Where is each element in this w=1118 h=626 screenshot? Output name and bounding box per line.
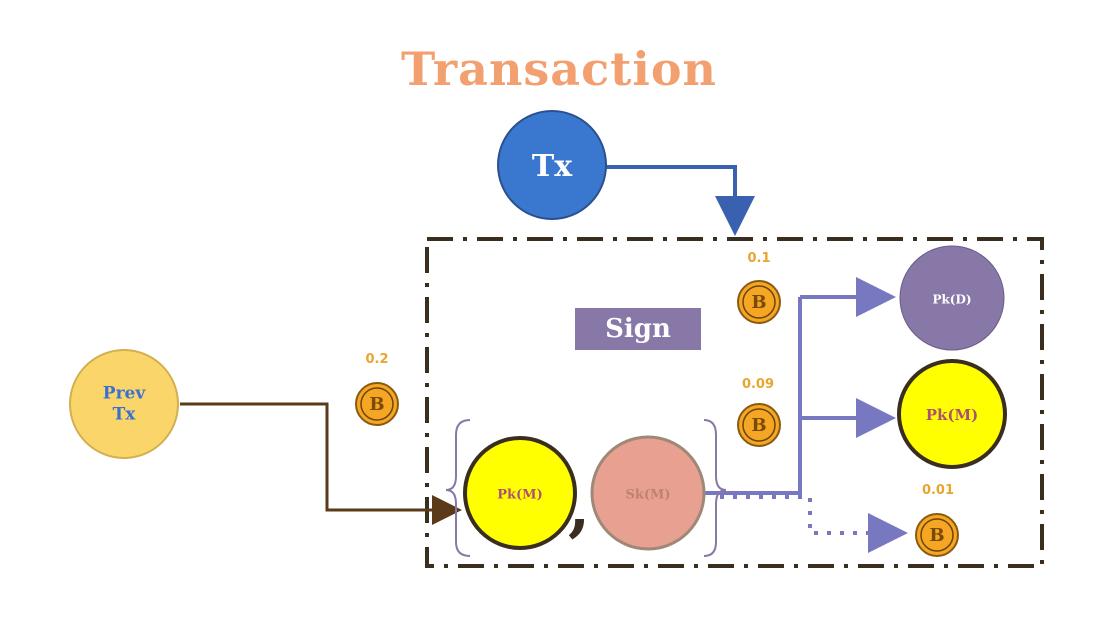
transaction-frame bbox=[425, 237, 1044, 568]
pk-m-output-label: Pk(M) bbox=[926, 406, 978, 424]
tx-node bbox=[497, 110, 607, 220]
diagram-title: Transaction bbox=[401, 42, 717, 96]
svg-text:B: B bbox=[751, 292, 766, 313]
bitcoin-icon-output-d: B bbox=[737, 280, 781, 324]
sign-label-box: Sign bbox=[575, 308, 701, 350]
tx-arrow bbox=[600, 165, 755, 236]
pk-m-output-node bbox=[897, 359, 1007, 469]
tx-node-label: Tx bbox=[532, 149, 573, 184]
bitcoin-icon-fee: B bbox=[915, 513, 959, 557]
svg-text:B: B bbox=[369, 394, 384, 415]
bitcoin-icon-input: B bbox=[355, 382, 399, 426]
amount-fee: 0.01 bbox=[922, 483, 954, 498]
separator-comma: , bbox=[568, 470, 591, 545]
left-brace bbox=[445, 419, 471, 557]
amount-input: 0.2 bbox=[365, 352, 388, 367]
amount-output-d: 0.1 bbox=[747, 251, 770, 266]
amount-output-m: 0.09 bbox=[742, 377, 774, 392]
fee-arrow bbox=[720, 495, 908, 553]
right-brace bbox=[703, 419, 727, 557]
sk-m-label: Sk(M) bbox=[625, 488, 670, 503]
sk-m-node bbox=[590, 435, 706, 551]
pk-d-node bbox=[899, 245, 1005, 351]
pk-m-input-node bbox=[463, 436, 577, 550]
svg-text:B: B bbox=[929, 525, 944, 546]
output-arrow-stem bbox=[705, 297, 802, 495]
pk-m-input-label: Pk(M) bbox=[497, 488, 542, 503]
bitcoin-icon-output-m: B bbox=[737, 403, 781, 447]
prev-tx-arrow bbox=[180, 402, 462, 525]
pk-d-label: Pk(D) bbox=[932, 293, 971, 307]
prev-tx-label-line2: Tx bbox=[113, 405, 137, 425]
prev-tx-node bbox=[69, 349, 179, 459]
svg-text:B: B bbox=[751, 415, 766, 436]
prev-tx-label-line1: Prev bbox=[103, 384, 147, 404]
